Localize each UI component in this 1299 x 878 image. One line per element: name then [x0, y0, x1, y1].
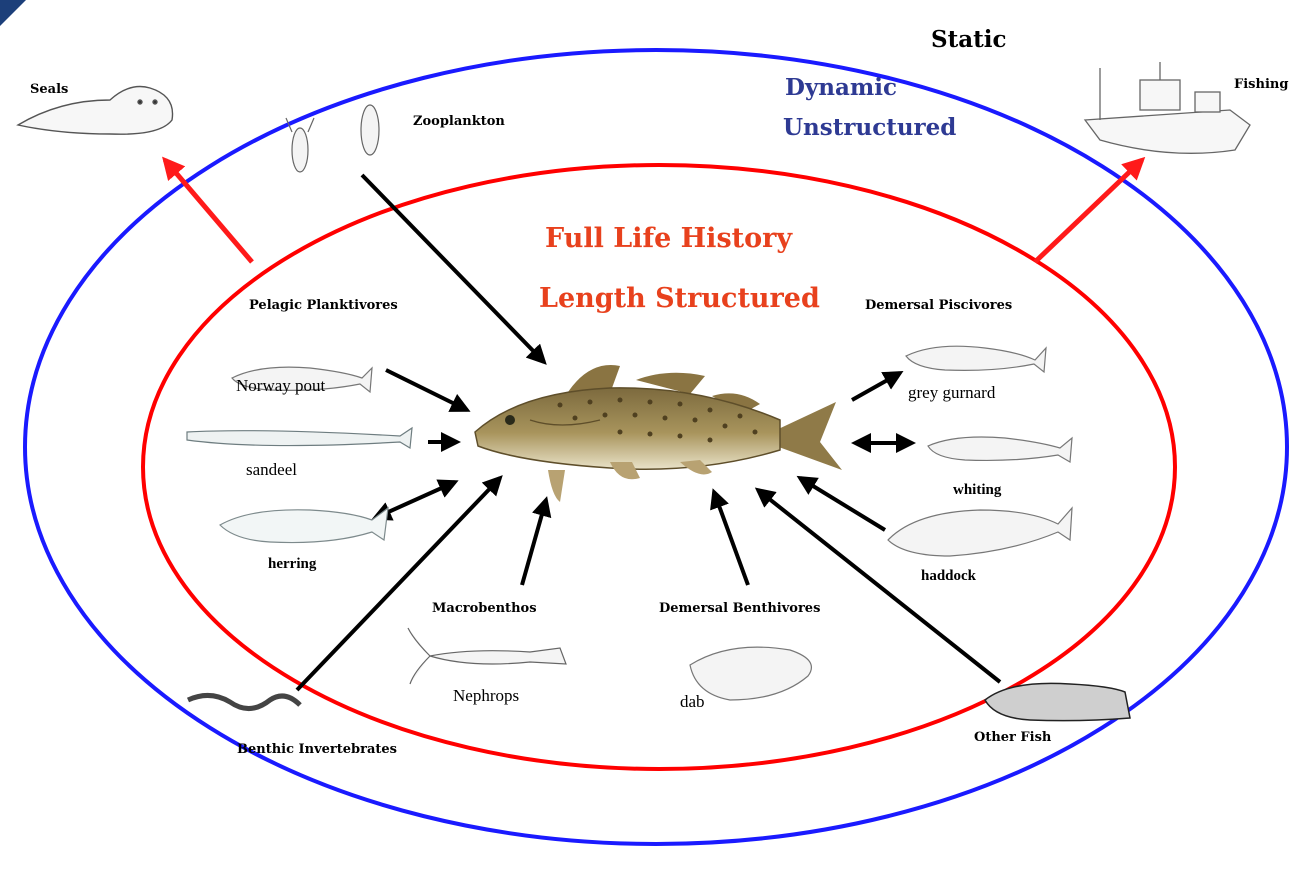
goby-icon: [985, 683, 1130, 720]
sandeel-label: sandeel: [246, 460, 297, 480]
arrow-to-fishing: [1035, 160, 1142, 262]
worm-icon: [188, 695, 300, 708]
fishing-label: Fishing: [1234, 77, 1288, 92]
arrow-benthivores-to-cod: [714, 492, 748, 585]
zooplankton-label: Zooplankton: [413, 114, 505, 129]
ship-icon: [1085, 62, 1250, 153]
nephrops-icon: [408, 628, 566, 684]
dab-label: dab: [680, 692, 705, 712]
full-life-history-label: Full Life History: [545, 223, 792, 254]
zooplankton-icon: [286, 105, 379, 172]
herring-label: herring: [268, 556, 316, 573]
haddock-label: haddock: [921, 568, 976, 585]
dynamic-label: Dynamic: [785, 74, 897, 101]
cod-icon: [475, 365, 842, 502]
arrow-zooplankton-to-cod: [362, 175, 544, 362]
other-fish-label: Other Fish: [974, 730, 1051, 745]
whiting-label: whiting: [953, 482, 1001, 499]
arrow-cod-to-gurnard: [852, 373, 900, 400]
sandeel-icon: [187, 428, 412, 448]
norway-pout-label: Norway pout: [236, 376, 325, 396]
arrow-macrobenthos-to-cod: [522, 500, 546, 585]
unstructured-label: Unstructured: [783, 114, 956, 141]
seals-label: Seals: [30, 82, 68, 97]
benthic-invertebrates-label: Benthic Invertebrates: [237, 742, 397, 757]
nephrops-label: Nephrops: [453, 686, 519, 706]
arrow-haddock-to-cod: [800, 478, 885, 530]
demersal-piscivores-label: Demersal Piscivores: [865, 298, 1012, 313]
length-structured-label: Length Structured: [539, 283, 820, 314]
arrow-to-seals: [165, 160, 252, 262]
flatfish-icon: [690, 647, 811, 700]
grey-gurnard-label: grey gurnard: [908, 383, 995, 403]
herring-icon: [220, 508, 388, 543]
arrow-norway-pout-to-cod: [386, 370, 467, 410]
pelagic-planktivores-label: Pelagic Planktivores: [249, 298, 398, 313]
macrobenthos-label: Macrobenthos: [432, 601, 537, 616]
static-label: Static: [931, 26, 1007, 53]
demersal-benthivores-label: Demersal Benthivores: [659, 601, 820, 616]
